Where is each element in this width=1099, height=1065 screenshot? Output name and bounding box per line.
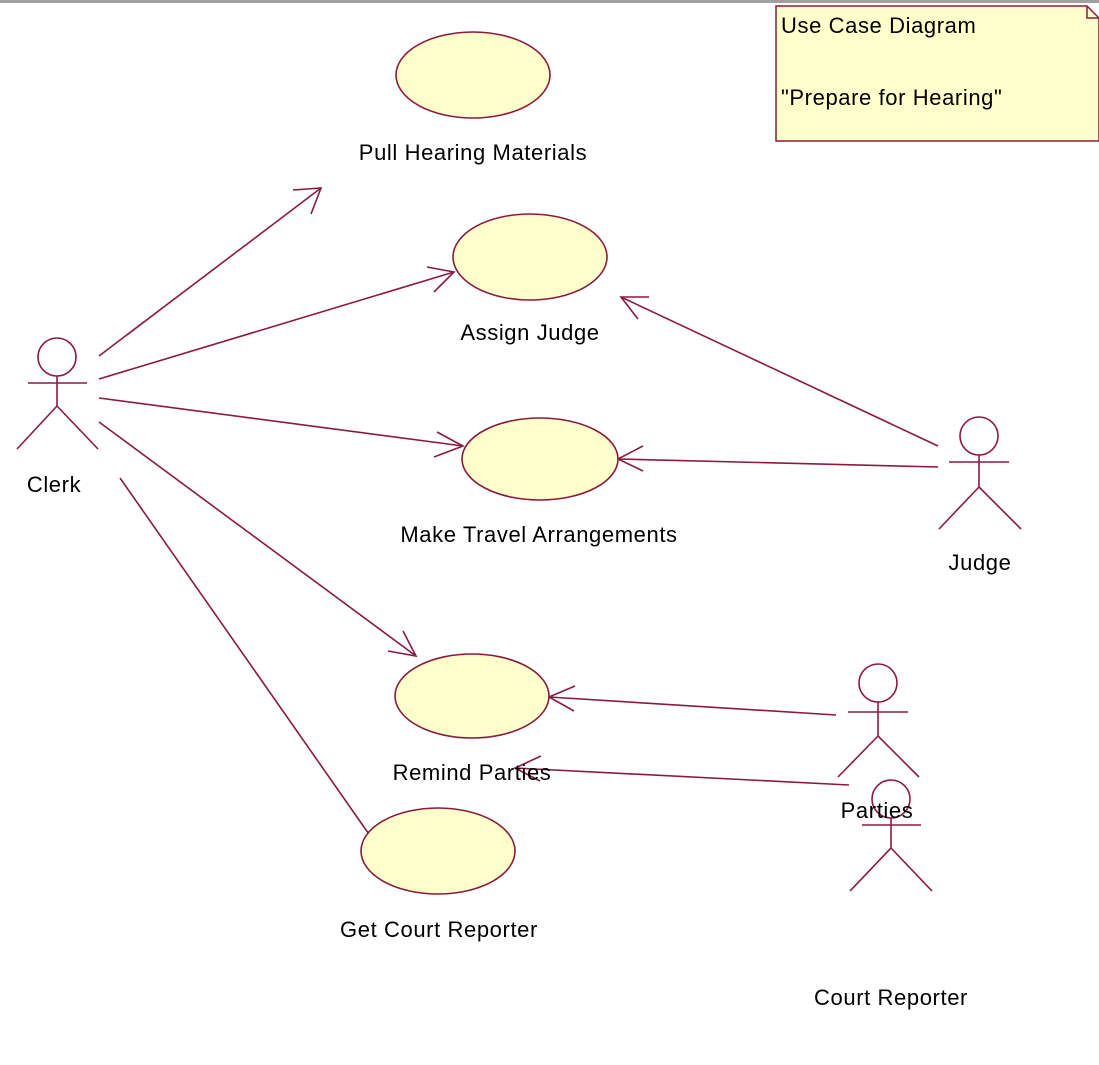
actor-label-court-reporter: Court Reporter [814,985,968,1010]
actor-label-judge: Judge [949,550,1012,575]
association-judge-make-travel-arrangements[interactable] [616,445,939,472]
actor-head-icon [959,416,999,456]
use-case-ellipse [395,31,551,119]
use-case-label: Pull Hearing Materials [359,140,587,165]
use-case-label: Remind Parties [393,760,552,785]
note-fold-corner [1086,6,1099,19]
association-clerk-assign-judge[interactable] [98,266,456,380]
association-parties-remind-parties[interactable] [547,685,837,716]
use-case-make-travel-arrangements[interactable]: Make Travel Arrangements [400,417,677,547]
use-case-ellipse [461,417,619,501]
association-court-reporter-get-court-reporter[interactable] [513,755,850,786]
use-case-get-court-reporter[interactable]: Get Court Reporter [340,807,538,942]
actor-head-icon [37,337,77,377]
actor-clerk[interactable] [16,337,99,450]
use-case-pull-hearing-materials[interactable]: Pull Hearing Materials [359,31,587,165]
use-case-ellipse [452,213,608,301]
association-clerk-get-court-reporter[interactable] [119,477,409,892]
association-clerk-pull-hearing-materials[interactable] [98,187,323,357]
note-subtitle: "Prepare for Hearing" [781,85,1002,110]
diagram-note[interactable]: Use Case Diagram "Prepare for Hearing" [775,5,1099,142]
use-case-label: Get Court Reporter [340,917,538,942]
association-clerk-remind-parties[interactable] [98,421,418,658]
use-case-ellipse [360,807,516,895]
use-case-label: Make Travel Arrangements [400,522,677,547]
association-clerk-make-travel-arrangements[interactable] [98,397,465,458]
actor-court-reporter[interactable] [849,779,933,892]
association-judge-assign-judge[interactable] [619,296,939,447]
actor-head-icon [858,663,898,703]
use-case-remind-parties[interactable]: Remind Parties [393,653,552,785]
use-case-label: Assign Judge [460,320,599,345]
actor-label-clerk: Clerk [27,472,82,497]
note-title: Use Case Diagram [781,13,976,38]
actor-judge[interactable] [938,416,1022,530]
use-case-assign-judge[interactable]: Assign Judge [452,213,608,345]
note-box [775,5,1099,142]
use-case-ellipse [394,653,550,739]
actor-parties[interactable] [837,663,920,778]
actor-label-parties: Parties [841,798,914,823]
